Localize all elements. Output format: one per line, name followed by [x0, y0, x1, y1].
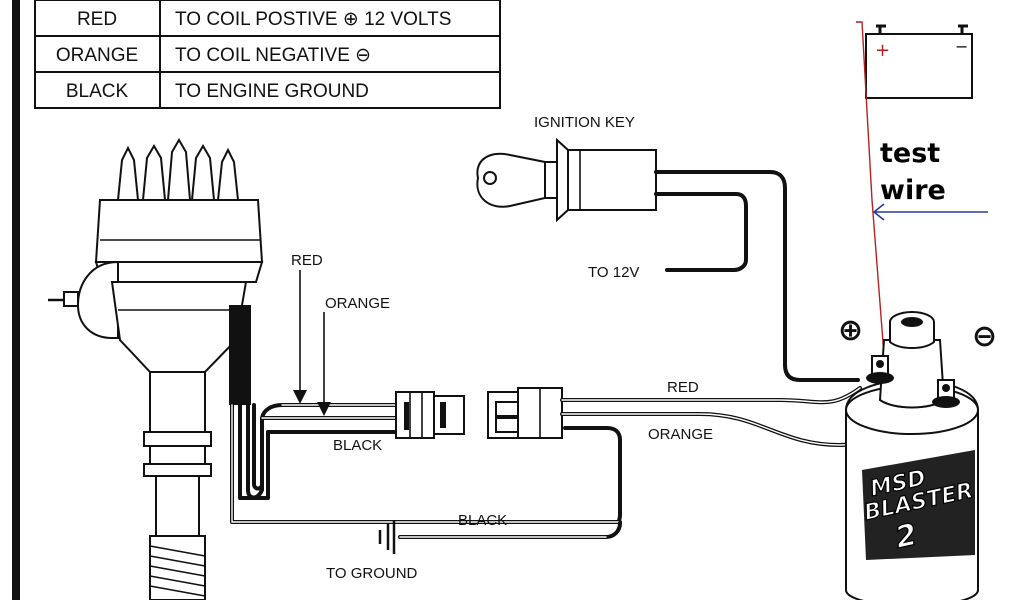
distributor-cap [94, 199, 264, 263]
annotation-line-2: wire [880, 175, 946, 206]
label-orange-right: ORANGE [648, 426, 713, 443]
left-border [12, 0, 20, 600]
distributor-gear [149, 535, 206, 600]
ignition-key [476, 137, 657, 223]
left-label-pointers [293, 270, 331, 416]
legend-row-3-color: BLACK [66, 81, 129, 102]
battery: + − [865, 24, 973, 99]
vacuum-advance [76, 260, 119, 339]
coil-plus-symbol: ⊕ [838, 313, 863, 348]
ignition-coil: MSD BLASTER 2 [845, 311, 979, 600]
label-black-bottom: BLACK [458, 512, 507, 529]
ground-wire [378, 520, 622, 554]
legend-row-2-color: ORANGE [56, 45, 138, 66]
annotation-line-1: test [880, 138, 940, 169]
label-ignition-key: IGNITION KEY [534, 114, 635, 131]
label-red-right: RED [667, 379, 699, 396]
harness-sleeve [229, 305, 251, 405]
legend-row-2-text: TO COIL NEGATIVE ⊖ [175, 45, 371, 66]
distributor [48, 138, 264, 600]
distributor-shaft-housing [149, 371, 206, 433]
distributor-body [110, 281, 248, 373]
coil-positive-terminal [866, 355, 894, 384]
label-to-12v: TO 12V [588, 264, 639, 281]
label-black-left: BLACK [333, 437, 382, 454]
key-wires [654, 170, 860, 382]
legend-row-1-color: RED [77, 9, 117, 30]
annotation-arrow [872, 203, 988, 221]
connector-right [487, 387, 563, 439]
label-to-ground: TO GROUND [326, 565, 418, 582]
label-orange-left: ORANGE [325, 295, 390, 312]
battery-minus: − [955, 37, 968, 56]
spark-plug-towers [116, 138, 240, 201]
label-red-left: RED [291, 252, 323, 269]
connector-left [395, 391, 465, 439]
coil-minus-symbol: ⊖ [972, 319, 997, 354]
coil-brand-logo: MSD BLASTER 2 [861, 450, 976, 560]
legend-row-3-text: TO ENGINE GROUND [175, 81, 369, 102]
legend-row-1-text: TO COIL POSTIVE ⊕ 12 VOLTS [175, 9, 451, 30]
legend-table: RED TO COIL POSTIVE ⊕ 12 VOLTS ORANGE TO… [34, 0, 501, 109]
battery-plus: + [875, 40, 890, 61]
coil-negative-terminal [932, 379, 960, 408]
test-wire [856, 21, 885, 356]
